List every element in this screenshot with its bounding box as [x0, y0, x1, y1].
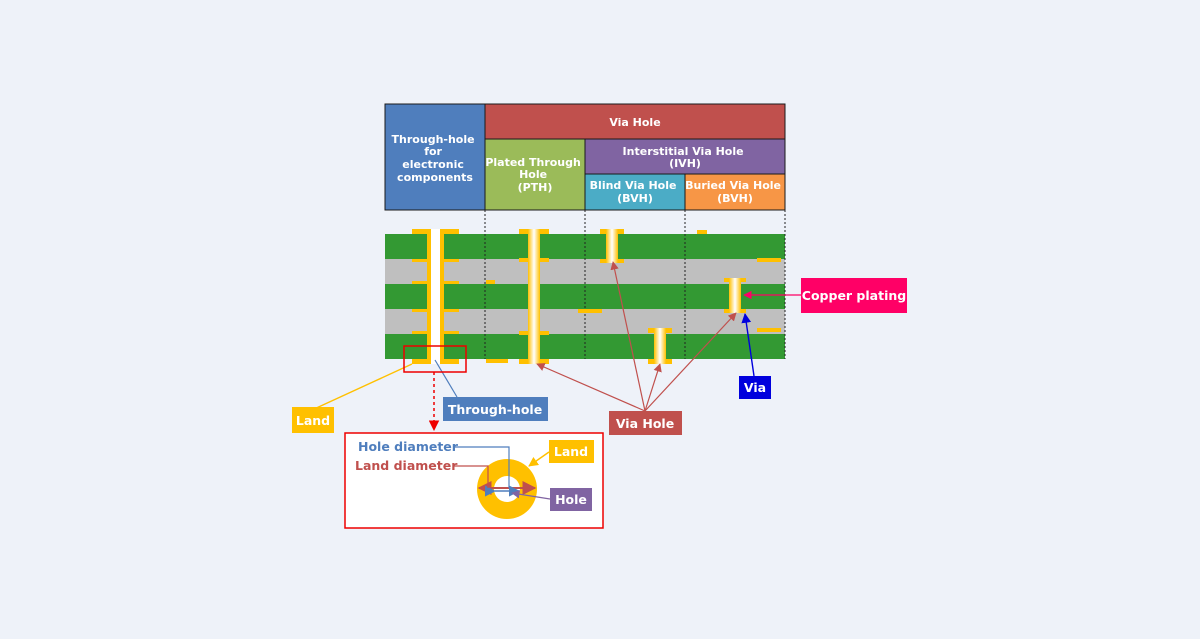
- buried-via-header-text: Buried Via Hole (BVH): [685, 179, 785, 205]
- blind-via-bottom: [648, 328, 672, 364]
- detail-hole-label: Hole: [555, 492, 587, 507]
- land-detail-panel: Hole diameter Land diameter Land Hole: [344, 432, 604, 529]
- blind-via-header-cell: [584, 173, 686, 211]
- board-layer: [385, 284, 785, 309]
- through-hole-callout: Through-hole: [434, 359, 548, 421]
- pth-via: [486, 229, 549, 364]
- pth-header-text: Plated Through Hole (PTH): [485, 156, 584, 194]
- through-hole-header-cell: [384, 103, 486, 211]
- through-hole-label: Through-hole: [448, 402, 542, 417]
- land-diameter-label: Land diameter: [355, 458, 458, 473]
- buried-via-header-cell: [684, 173, 786, 211]
- copper-plating-label: Copper plating: [802, 288, 906, 303]
- via-label: Via: [744, 380, 766, 395]
- land-callout: Land: [292, 363, 413, 433]
- through-hole-header-text: Through-hole for electronic components: [392, 133, 479, 184]
- column-dividers: [484, 210, 786, 359]
- blind-via-header-text: Blind Via Hole (BVH): [590, 179, 681, 205]
- zoom-indicator: [403, 345, 467, 432]
- classification-table: Through-hole for electronic components V…: [384, 103, 786, 211]
- buried-via: [724, 278, 746, 313]
- hole-diameter-label: Hole diameter: [358, 439, 459, 454]
- via-hole-callout: Via Hole: [536, 261, 737, 435]
- detail-land-label: Land: [554, 444, 588, 459]
- board-layer: [385, 309, 785, 334]
- via-hole-header-text: Via Hole: [609, 116, 660, 129]
- blind-via-top: [600, 229, 624, 263]
- land-label: Land: [296, 413, 330, 428]
- pth-header-cell: [484, 138, 586, 211]
- via-hole-header-cell: [484, 103, 786, 140]
- via-hole-label: Via Hole: [616, 416, 674, 431]
- pcb-cross-section: [385, 210, 786, 364]
- via-callout: Via: [739, 313, 771, 399]
- ivh-header-text: Interstitial Via Hole (IVH): [623, 145, 748, 170]
- copper-plating-callout: Copper plating: [743, 278, 907, 313]
- ivh-header-cell: [584, 138, 786, 175]
